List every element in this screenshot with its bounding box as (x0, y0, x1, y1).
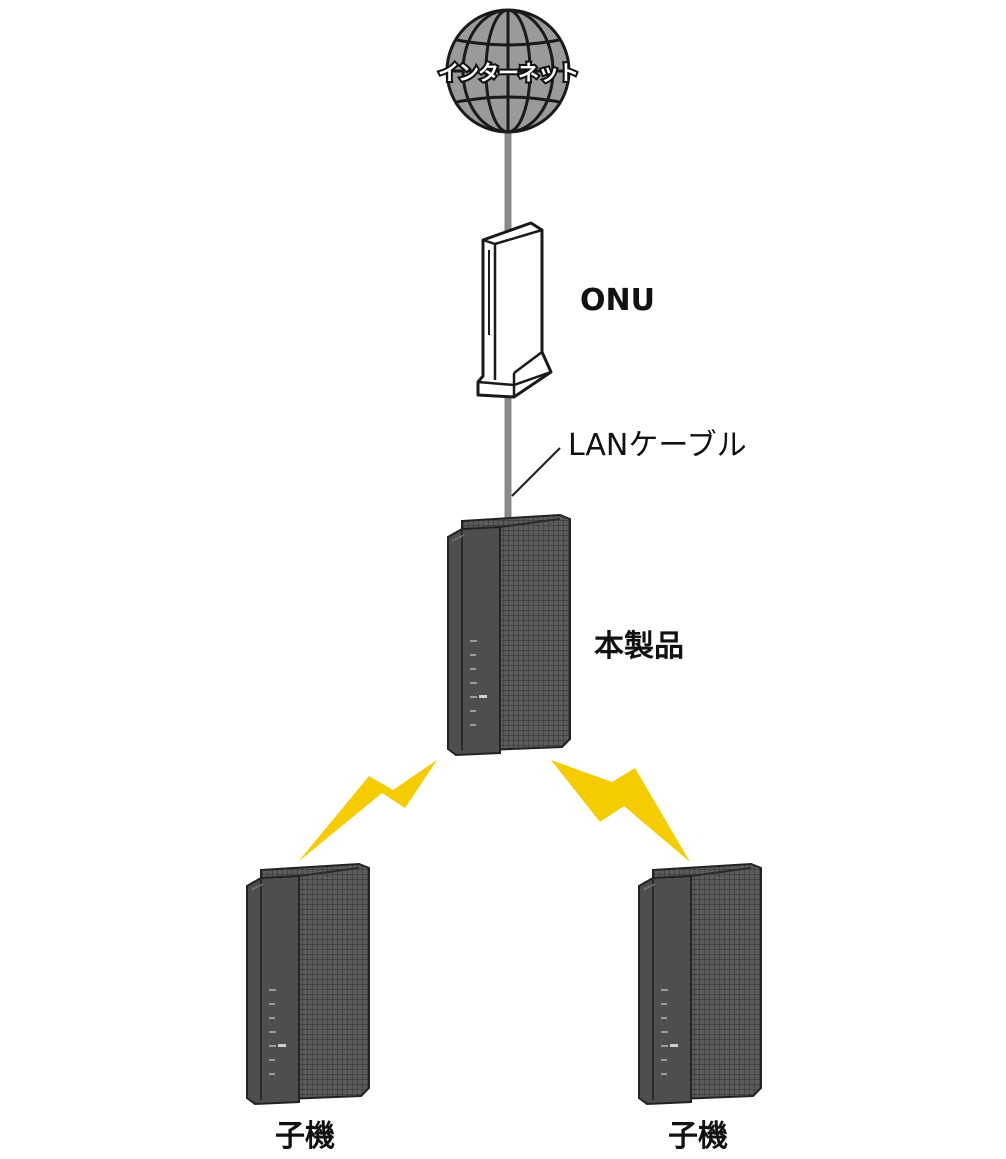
cable-leader-line (511, 447, 561, 497)
main-router-label: 本製品 (594, 629, 684, 664)
wireless-bolt-right (551, 760, 690, 862)
internet-label: インターネット (438, 61, 578, 85)
globe-icon: インターネット (436, 8, 581, 134)
onu-device-icon (476, 221, 553, 399)
child-label-left: 子機 (275, 1119, 335, 1154)
child-router-left (246, 863, 370, 1105)
router-icon (246, 863, 370, 1105)
child-label-right: 子機 (668, 1119, 728, 1154)
onu-label: ONU (580, 283, 655, 318)
router-icon (638, 863, 762, 1105)
router-icon (447, 514, 571, 756)
child-router-right (638, 863, 762, 1105)
cable-label: LANケーブル (568, 428, 747, 463)
wireless-bolt-left (298, 760, 437, 862)
